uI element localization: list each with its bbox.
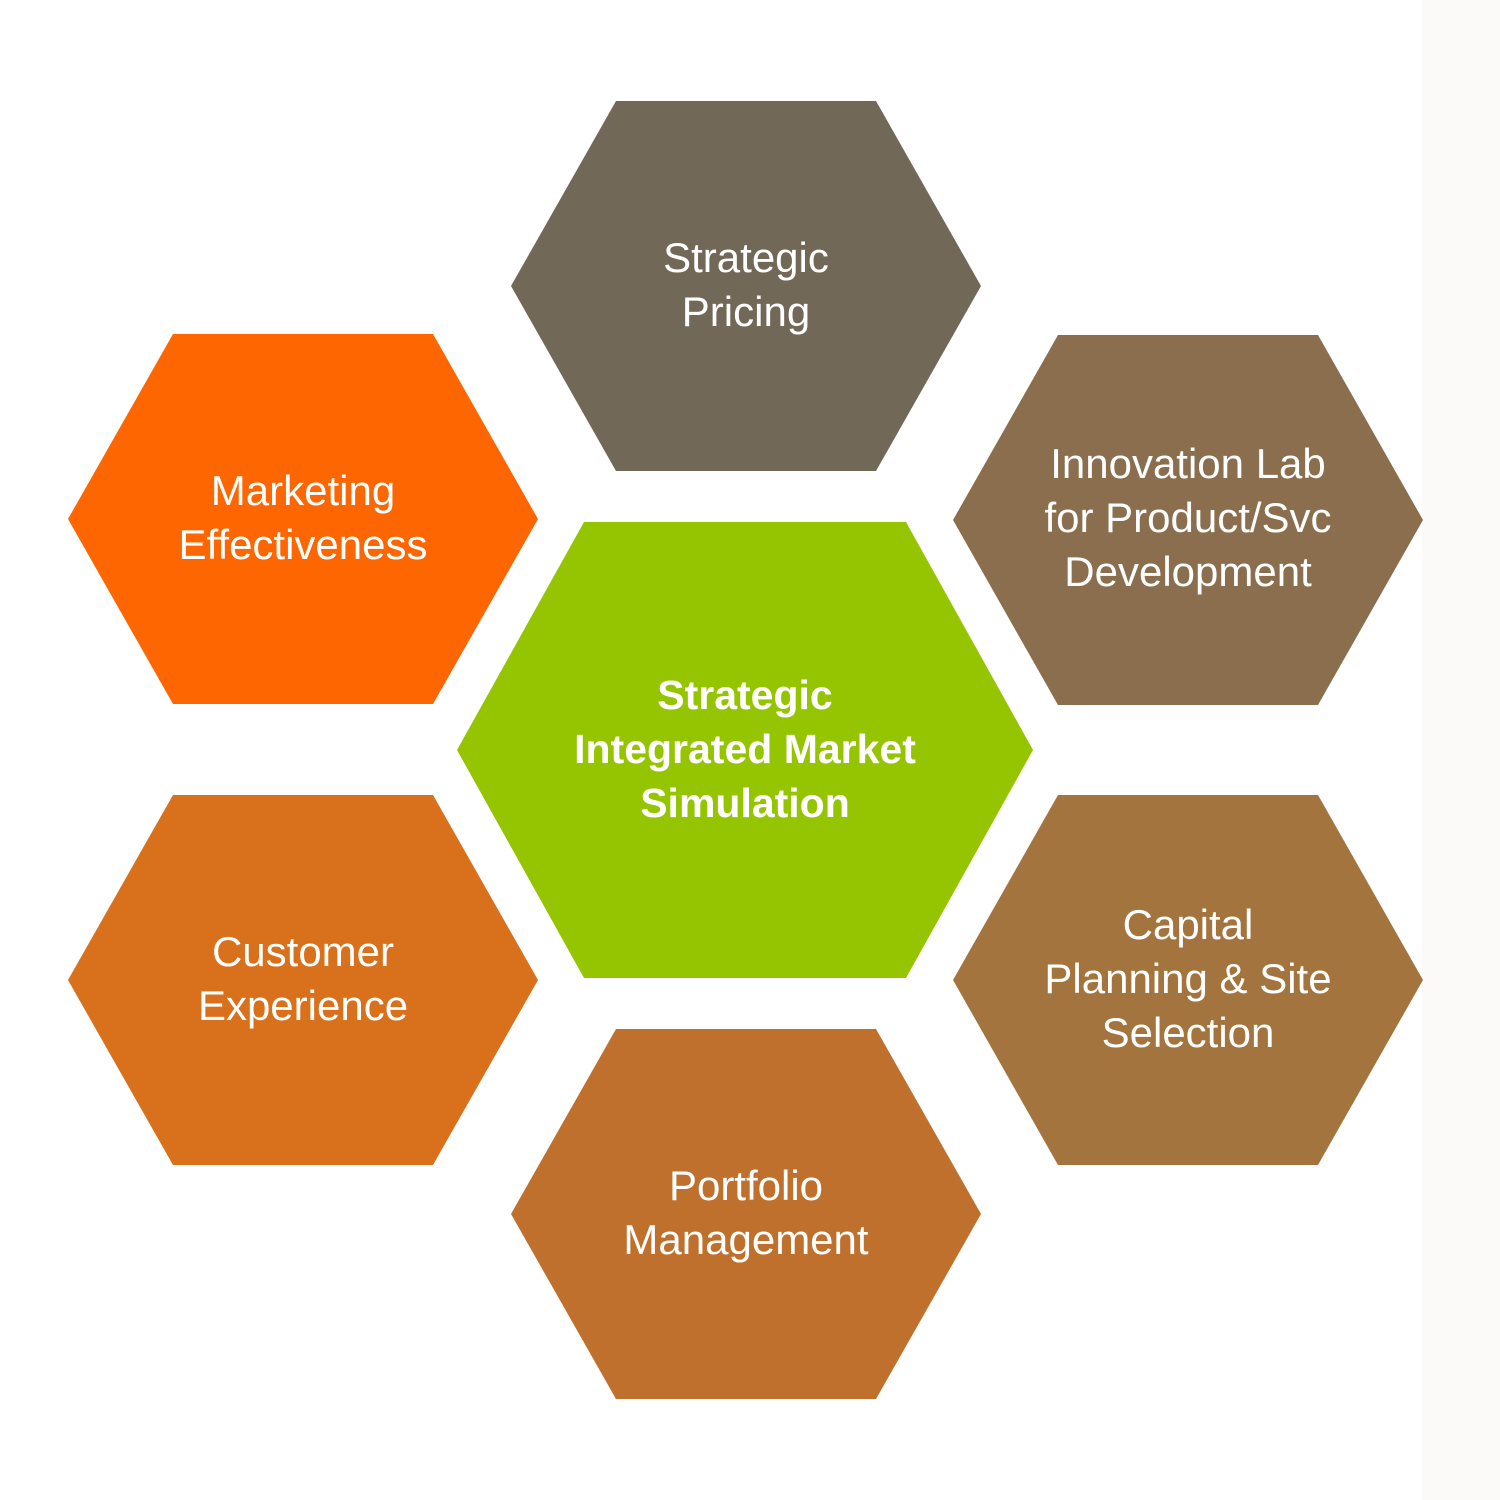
hex-marketing-effectiveness-line-2: Effectiveness: [178, 521, 427, 568]
hex-capital-planning-shape: [953, 795, 1423, 1165]
right-edge-strip: [1422, 0, 1500, 1500]
hex-portfolio-management-line-2: Management: [623, 1216, 868, 1263]
hex-customer-experience-line-2: Experience: [198, 982, 408, 1029]
hex-innovation-lab-line-3: Development: [1064, 548, 1312, 595]
hex-innovation-lab-line-1: Innovation Lab: [1050, 440, 1326, 487]
hex-center: Strategic Integrated Market Simulation: [457, 522, 1033, 978]
hex-capital-planning-line-3: Selection: [1102, 1009, 1275, 1056]
hex-innovation-lab-line-2: for Product/Svc: [1044, 494, 1331, 541]
hex-strategic-pricing-line-2: Pricing: [682, 288, 810, 335]
hex-marketing-effectiveness-line-1: Marketing: [211, 467, 395, 514]
hex-strategic-pricing-shape: [511, 101, 981, 471]
hex-portfolio-management-line-1: Portfolio: [669, 1162, 823, 1209]
hex-marketing-effectiveness-shape: [68, 334, 538, 704]
hex-center-shape: [457, 522, 1033, 978]
hex-customer-experience: Customer Experience: [68, 795, 538, 1165]
hex-capital-planning-line-2: Planning & Site: [1044, 955, 1331, 1002]
hex-customer-experience-shape: [68, 795, 538, 1165]
hex-portfolio-management: Portfolio Management: [511, 1029, 981, 1399]
hex-strategic-pricing-line-1: Strategic: [663, 234, 829, 281]
hex-customer-experience-line-1: Customer: [212, 928, 394, 975]
hex-marketing-effectiveness: Marketing Effectiveness: [68, 334, 538, 704]
hex-portfolio-management-shape: [511, 1029, 981, 1399]
hex-center-line-1: Strategic: [657, 672, 832, 718]
hex-center-line-3: Simulation: [640, 780, 850, 826]
hex-capital-planning: Capital Planning & Site Selection: [953, 795, 1423, 1165]
hex-innovation-lab: Innovation Lab for Product/Svc Developme…: [953, 335, 1423, 705]
hex-capital-planning-line-1: Capital: [1123, 901, 1254, 948]
hex-innovation-lab-shape: [953, 335, 1423, 705]
hex-center-line-2: Integrated Market: [574, 726, 916, 772]
hex-strategic-pricing: Strategic Pricing: [511, 101, 981, 471]
